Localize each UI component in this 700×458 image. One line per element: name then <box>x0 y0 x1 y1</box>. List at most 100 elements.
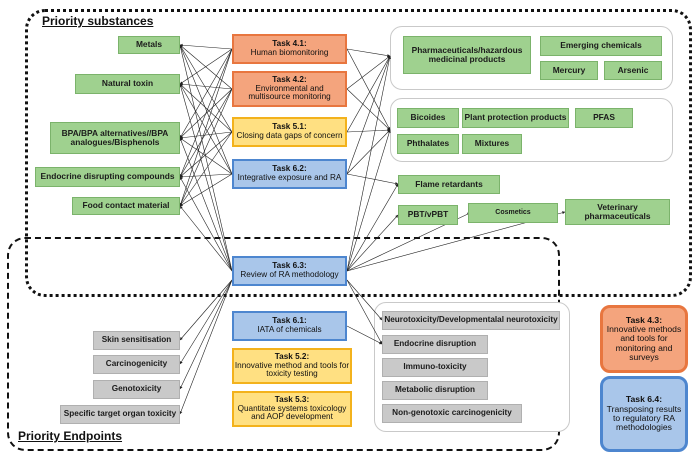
task-5-2-name: Task 5.2: <box>274 351 310 361</box>
task-5-1-desc: Closing data gaps of concern <box>236 131 343 140</box>
connector-25 <box>346 48 391 58</box>
connector-23 <box>179 173 233 207</box>
connector-30 <box>346 128 391 133</box>
priority-endpoints-title: Priority Endpoints <box>18 429 123 443</box>
task-4-1-desc: Human biomonitoring <box>250 48 329 57</box>
substance-arsenic: Arsenic <box>604 61 662 80</box>
connector-26 <box>346 48 391 131</box>
task-5-1: Task 5.1: Closing data gaps of concern <box>232 117 347 147</box>
connector-9 <box>179 83 233 272</box>
connector-2 <box>179 44 233 133</box>
connector-3 <box>179 44 233 175</box>
connector-46 <box>346 279 383 345</box>
connector-16 <box>179 88 233 178</box>
task-6-1-desc: IATA of chemicals <box>257 325 322 334</box>
substance-biocides: Bicoides <box>397 108 459 128</box>
endpoint-skin-sensitisation: Skin sensitisation <box>93 331 180 350</box>
connector-15 <box>179 48 233 178</box>
connector-13 <box>179 137 233 175</box>
task-4-2-name: Task 4.2: <box>272 74 307 84</box>
connector-42 <box>179 279 233 390</box>
task-5-3-name: Task 5.3: <box>274 394 310 404</box>
task-5-1-name: Task 5.1: <box>272 122 307 132</box>
connector-28 <box>346 88 391 131</box>
substance-pharmaceuticals: Pharmaceuticals/hazardous medicinal prod… <box>403 36 531 74</box>
task-4-3: Task 4.3: Innovative methods and tools f… <box>600 305 688 373</box>
endpoint-specific-target-organ-toxicity: Specific target organ toxicity <box>60 405 180 424</box>
substance-pfas: PFAS <box>575 108 633 128</box>
task-6-3: Task 6.3: Review of RA methodology <box>232 256 347 286</box>
endpoint-carcinogenicity: Carcinogenicity <box>93 355 180 374</box>
connector-37 <box>346 214 399 272</box>
connector-35 <box>346 129 391 272</box>
task-4-1-name: Task 4.1: <box>272 39 307 49</box>
task-5-3: Task 5.3: Quantitate systems toxicology … <box>232 391 352 427</box>
substance-plant-protection-products: Plant protection products <box>462 108 569 128</box>
connector-41 <box>179 279 233 365</box>
connector-32 <box>346 129 391 175</box>
task-6-2-desc: Integrative exposure and RA <box>237 173 342 182</box>
substance-flame-retardants: Flame retardants <box>398 175 500 194</box>
substance-natural-toxin: Natural toxin <box>75 74 180 94</box>
substance-pbt-vpbt: PBT/vPBT <box>398 205 458 225</box>
connector-44 <box>346 279 383 321</box>
connector-27 <box>346 55 391 90</box>
connector-24 <box>179 205 233 272</box>
connector-18 <box>179 173 233 179</box>
substance-metals: Metals <box>118 36 180 54</box>
connector-45 <box>346 325 383 345</box>
task-4-2-desc: Environmental and multisource monitoring <box>248 83 331 102</box>
connector-10 <box>179 48 233 139</box>
task-4-3-name: Task 4.3: <box>625 314 663 325</box>
connector-12 <box>179 131 233 140</box>
endpoint-non-genotoxic-carcinogenicity: Non-genotoxic carcinogenicity <box>382 404 522 423</box>
substance-cosmetics: Cosmetics <box>468 203 558 223</box>
task-6-1-name: Task 6.1: <box>272 316 307 326</box>
endpoint-neurotoxicity: Neurotoxicity/Developmentalal neurotoxic… <box>382 311 560 330</box>
endpoint-endocrine-disruption: Endocrine disruption <box>382 335 488 354</box>
connector-34 <box>346 55 391 272</box>
task-4-2: Task 4.2: Environmental and multisource … <box>232 71 347 107</box>
substance-veterinary-pharmaceuticals: Veterinary pharmaceuticals <box>565 199 670 225</box>
task-4-3-desc: Innovative methods and tools for monitor… <box>606 324 682 362</box>
connector-36 <box>346 183 399 272</box>
substance-food-contact-material: Food contact material <box>72 197 180 215</box>
connector-33 <box>346 173 399 185</box>
connector-40 <box>179 279 233 341</box>
endpoint-immuno-toxicity: Immuno-toxicity <box>382 358 488 377</box>
connector-20 <box>179 48 233 207</box>
connector-31 <box>346 55 391 175</box>
endpoint-metabolic-disruption: Metabolic disruption <box>382 381 488 400</box>
task-6-4-desc: Transposing results to regulatory RA met… <box>606 403 682 433</box>
task-6-2-name: Task 6.2: <box>272 164 307 174</box>
task-6-3-name: Task 6.3: <box>272 261 307 271</box>
task-5-2-desc: Innovative method and tools for toxicity… <box>234 360 350 379</box>
task-6-2: Task 6.2: Integrative exposure and RA <box>232 159 347 189</box>
connector-29 <box>346 55 391 133</box>
endpoint-genotoxicity: Genotoxicity <box>93 380 180 399</box>
connector-4 <box>179 44 233 272</box>
connector-19 <box>179 176 233 272</box>
connector-1 <box>179 44 233 90</box>
substance-emerging-chemicals: Emerging chemicals <box>540 36 662 56</box>
task-4-1: Task 4.1: Human biomonitoring <box>232 34 347 64</box>
task-6-3-desc: Review of RA methodology <box>240 270 339 279</box>
substance-bisphenols: BPA/BPA alternatives//BPA analogues/Bisp… <box>50 122 180 154</box>
task-6-4-name: Task 6.4: <box>625 394 663 405</box>
connector-8 <box>179 83 233 175</box>
connector-43 <box>179 279 233 415</box>
connector-7 <box>179 83 233 133</box>
task-5-2: Task 5.2: Innovative method and tools fo… <box>232 348 352 384</box>
connector-0 <box>179 43 233 50</box>
connector-6 <box>179 82 233 90</box>
task-6-1: Task 6.1: IATA of chemicals <box>232 311 347 341</box>
connector-22 <box>179 131 233 207</box>
substance-phthalates: Phthalates <box>397 134 459 154</box>
substance-endocrine-disrupting-compounds: Endocrine disrupting compounds <box>35 167 180 187</box>
substance-mixtures: Mixtures <box>462 134 522 154</box>
substance-mercury: Mercury <box>540 61 598 80</box>
connector-21 <box>179 88 233 207</box>
task-6-4: Task 6.4: Transposing results to regulat… <box>600 376 688 452</box>
